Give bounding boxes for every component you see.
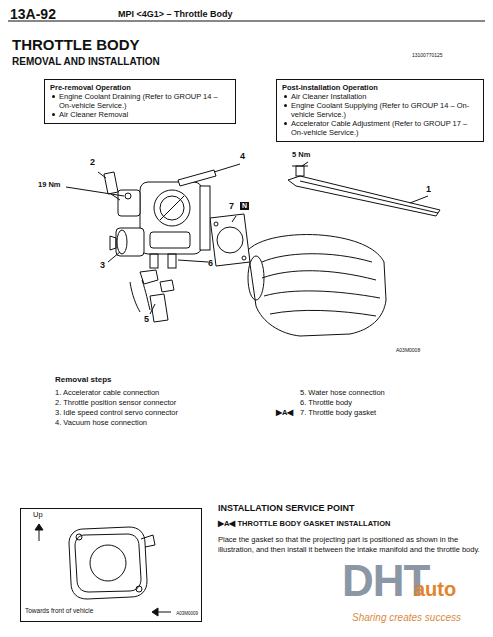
box-item: Accelerator Cable Adjustment (Refer to G… <box>291 119 478 137</box>
up-label: Up <box>33 511 43 520</box>
removal-step: 3. Idle speed control servo connector <box>55 409 178 418</box>
bullet-item: Engine Coolant Draining (Refer to GROUP … <box>50 92 230 110</box>
box-item: Air Cleaner Installation <box>291 92 478 101</box>
removal-step: 6. Throttle body <box>300 399 352 408</box>
steps-heading: Removal steps <box>55 375 111 384</box>
section-heading: INSTALLATION SERVICE POINT <box>218 503 355 513</box>
bullet-dot <box>284 122 287 125</box>
page-number: 13A-92 <box>10 6 56 22</box>
figure-code: A03M0009 <box>176 611 198 616</box>
callout-number: 6 <box>208 258 213 268</box>
new-part-mark: N <box>240 202 249 210</box>
service-mark: ▶A◀ <box>276 409 293 418</box>
removal-step: 5. Water hose connection <box>300 389 385 398</box>
callout-number: 7 <box>229 201 234 211</box>
bullet-item: Air Cleaner Installation <box>282 92 478 101</box>
instruction-text: Place the gasket so that the projecting … <box>218 535 480 555</box>
box-item: Engine Coolant Draining (Refer to GROUP … <box>59 92 230 110</box>
bullet-dot <box>284 104 287 107</box>
callout-number: 2 <box>90 157 95 167</box>
watermark-logo: auto <box>414 578 456 601</box>
bullet-item: Accelerator Cable Adjustment (Refer to G… <box>282 119 478 137</box>
removal-step: 4. Vacuum hose connection <box>55 419 147 428</box>
section-header: MPI <4G1> – Throttle Body <box>118 9 233 19</box>
page-title: THROTTLE BODY <box>12 36 140 53</box>
callout-number: 4 <box>240 151 245 161</box>
torque-value: 19 Nm <box>38 181 61 190</box>
removal-step: 7. Throttle body gasket <box>300 409 376 418</box>
box-item: Engine Coolant Supplying (Refer to GROUP… <box>291 101 478 119</box>
bullet-item: Engine Coolant Supplying (Refer to GROUP… <box>282 101 478 119</box>
subtitle: REMOVAL AND INSTALLATION <box>12 56 160 68</box>
gasket-illustration-box: UpTowards front of vehicleA03M0009 <box>20 508 202 622</box>
callout-number: 3 <box>100 260 105 270</box>
service-point-heading: ▶A◀ THROTTLE BODY GASKET INSTALLATION <box>218 520 390 529</box>
pre-removal-box: Pre-removal OperationEngine Coolant Drai… <box>44 79 236 124</box>
figure-code: A03M0008 <box>396 348 420 354</box>
watermark-tagline: Sharing creates success <box>352 612 461 624</box>
removal-step: 2. Throttle position sensor connector <box>55 399 176 408</box>
bullet-item: Air Cleaner Removal <box>50 110 230 119</box>
direction-label: Towards front of vehicle <box>25 607 93 614</box>
gasket-figure <box>21 509 201 621</box>
bullet-dot <box>284 95 287 98</box>
reference-code: 13100770125 <box>412 53 443 59</box>
box-item: Air Cleaner Removal <box>59 110 230 119</box>
bullet-dot <box>52 113 55 116</box>
torque-value: 5 Nm <box>292 151 310 160</box>
box-heading: Post-installation Operation <box>282 83 478 92</box>
post-installation-box: Post-installation OperationAir Cleaner I… <box>276 79 484 142</box>
box-heading: Pre-removal Operation <box>50 83 230 92</box>
removal-step: 1. Accelerator cable connection <box>55 389 159 398</box>
callout-number: 5 <box>144 314 149 324</box>
bullet-dot <box>52 95 55 98</box>
callout-number: 1 <box>426 184 431 194</box>
